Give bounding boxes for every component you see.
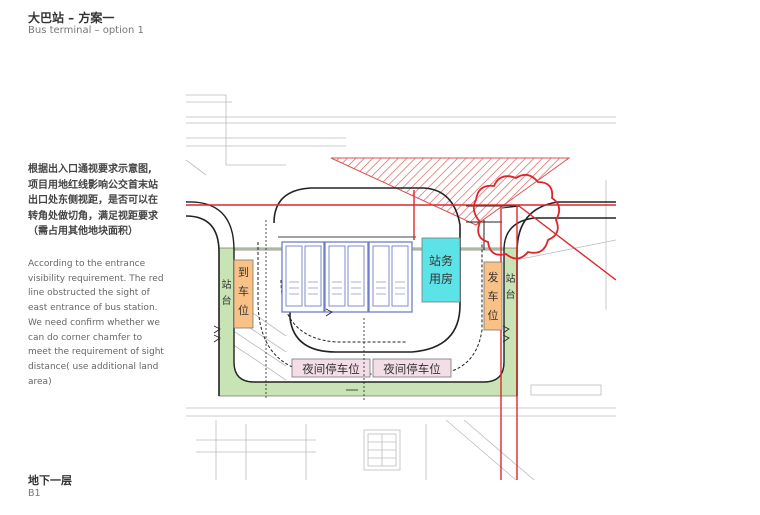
slide-title: 大巴站 – 方案一	[28, 11, 115, 25]
description-en-line: visibility requirement. The red	[28, 273, 164, 284]
ring-road-inner-left	[186, 201, 235, 251]
night-parking-label: 夜间停车位	[302, 362, 360, 376]
departure-bay-label: 位	[488, 308, 499, 322]
platform-left-label: 台	[222, 294, 232, 307]
night-parking-1	[291, 358, 371, 378]
slide-subtitle: Bus terminal – option 1	[28, 25, 144, 36]
platform-left-label: 站	[222, 278, 232, 291]
arrival-bay	[233, 259, 254, 329]
dimension-markers	[213, 220, 510, 400]
context-linework	[186, 94, 616, 480]
description-english: According to the entrance visibility req…	[28, 257, 188, 389]
departure-bay-label: 发	[488, 270, 499, 284]
description-en-line: According to the entrance	[28, 259, 146, 269]
bus-bays	[281, 241, 413, 313]
station-office-label: 用房	[429, 271, 453, 286]
description-chinese: 根据出入口通视要求示意图, 项目用地红线影响公交首末站 出口处东侧视距，是否可以…	[28, 162, 178, 240]
description-en-line: area)	[28, 376, 52, 387]
night-parking-label: 夜间停车位	[383, 362, 441, 376]
platform-right-label: 站	[506, 272, 516, 285]
ring-road-outer	[186, 215, 220, 396]
bus-slot	[347, 245, 365, 307]
departure-bay	[483, 261, 503, 331]
description-en-line: east entrance of bus station.	[28, 303, 158, 314]
central-island	[273, 187, 461, 353]
arrival-bay-label: 车	[238, 284, 249, 298]
departure-bay-label: 车	[488, 289, 499, 303]
arrival-bay-label: 到	[238, 266, 249, 279]
night-parking-2	[372, 358, 452, 378]
station-office-label: 站务	[429, 253, 453, 268]
description-en-line: meet the requirement of sight	[28, 347, 164, 358]
description-cn-line: 项目用地红线影响公交首末站	[28, 179, 158, 191]
description-en-line: can do corner chamfer to	[28, 332, 143, 343]
description-en-line: We need confirm whether we	[28, 317, 160, 328]
description-cn-line: 出口处东侧视距，是否可以在	[28, 195, 158, 206]
bus-slot	[372, 245, 390, 307]
ring-road-inner	[233, 217, 616, 383]
platform-right-label: 台	[506, 288, 516, 301]
arrival-bay-label: 位	[238, 303, 249, 317]
site-plan: 站务 用房 到 车 位 站 台 发 车 位 站 台 夜间停车位 夜间停车位	[186, 94, 616, 480]
description-cn-line: 转角处做切角，满足视距要求	[28, 210, 158, 222]
visibility-triangle	[330, 157, 571, 226]
station-office	[421, 237, 461, 303]
revision-cloud	[472, 173, 561, 260]
bus-slot	[328, 245, 346, 307]
floor-label: 地下一层	[28, 474, 72, 487]
site-red-line	[186, 190, 616, 480]
description-cn-line: （需占用其他地块面积）	[28, 226, 138, 237]
bus-hatching	[289, 281, 405, 295]
ring-road-outer-right	[516, 201, 616, 396]
description-cn-line: 根据出入口通视要求示意图,	[28, 164, 152, 175]
bus-slot	[285, 245, 303, 307]
description-en-line: distance( use additional land	[28, 361, 159, 372]
description-en-line: line obstructed the sight of	[28, 288, 150, 299]
floor-code: B1	[28, 488, 41, 499]
bus-loop-dashed-inner	[280, 279, 406, 343]
bus-slot	[391, 245, 409, 307]
bus-slot	[304, 245, 322, 307]
